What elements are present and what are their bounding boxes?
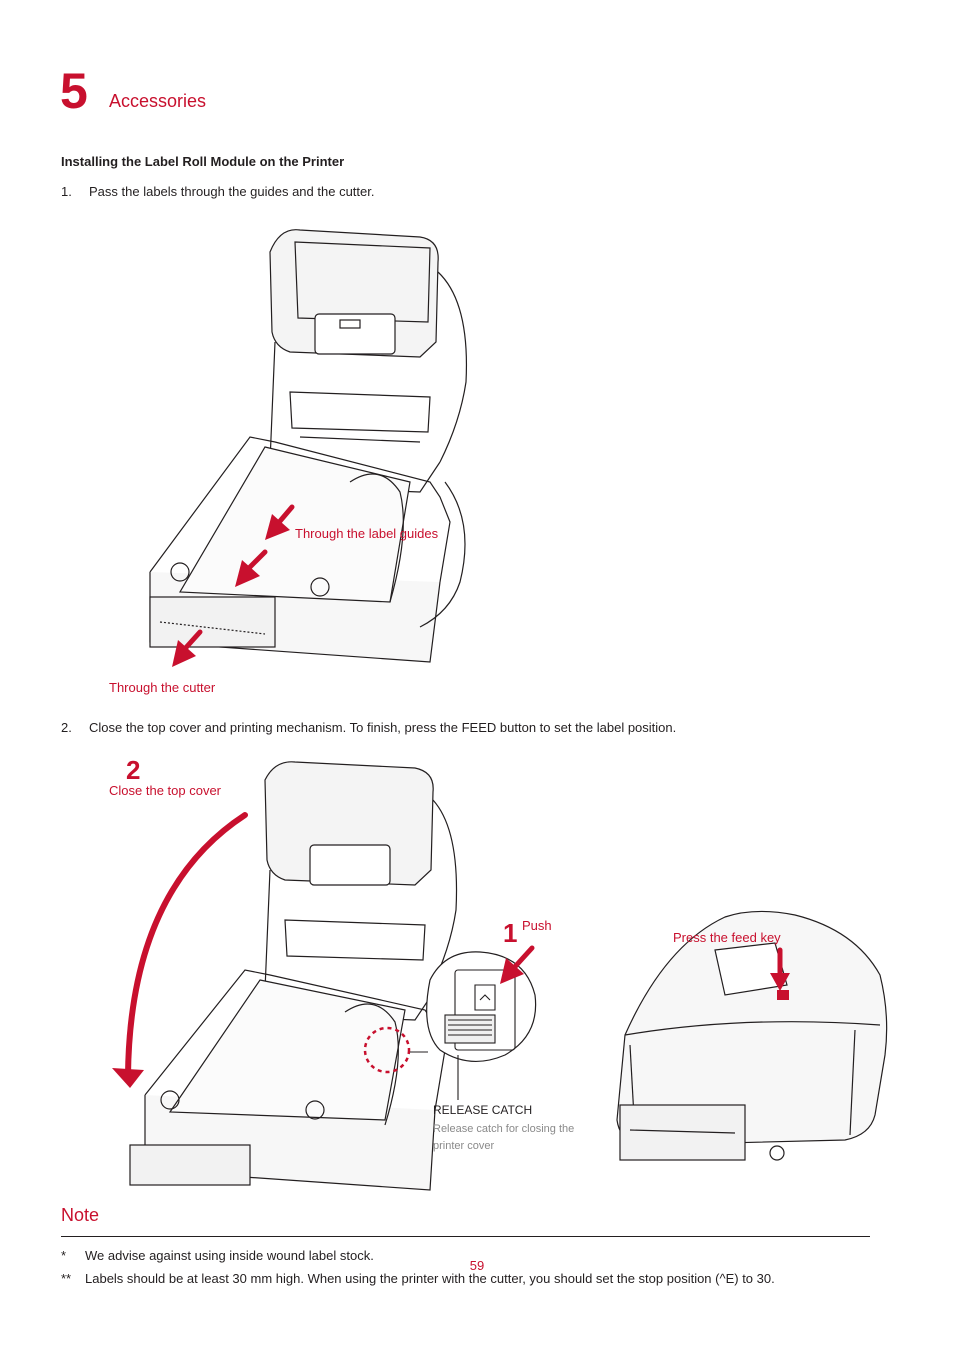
label-through-guides: Through the label guides [295,526,439,541]
label-through-cutter: Through the cutter [109,680,216,695]
note-item: * We advise against using inside wound l… [61,1244,851,1267]
step-1: 1. Pass the labels through the guides and… [61,184,374,199]
figure-release-catch-zoom [410,945,537,1100]
figure-open-printer-illustration [149,229,468,667]
step-2: 2. Close the top cover and printing mecha… [61,720,676,735]
note-text: We advise against using inside wound lab… [85,1248,374,1263]
label-push: Push [522,918,552,933]
step-2-number: 2. [61,720,72,735]
figure-closed-printer-illustration [616,910,888,1161]
section-title: Installing the Label Roll Module on the … [61,154,345,169]
note-item: ** Labels should be at least 30 mm high.… [61,1267,851,1290]
step-marker-close: 2 [126,755,141,785]
step-marker-push: 1 [503,918,518,948]
release-catch-description: Release catch for closing the printer co… [433,1123,575,1152]
note-title: Note [61,1205,100,1225]
step-1-number: 1. [61,184,72,199]
note-divider [61,1236,870,1237]
note-text: Labels should be at least 30 mm high. Wh… [85,1271,775,1286]
chapter-number: 5 [60,63,88,119]
label-press-feed-key: Press the feed key [673,930,781,945]
note-mark: ** [61,1271,72,1286]
chapter-title: Accessories [109,91,207,111]
page-number: 59 [469,1258,485,1273]
figure-close-cover-illustration [112,761,458,1191]
release-catch-title: RELEASE CATCH [433,1103,533,1117]
step-1-text: Pass the labels through the guides and t… [89,184,375,199]
note-mark: * [61,1248,67,1263]
label-close-top-cover: Close the top cover [109,783,222,798]
step-2-text: Close the top cover and printing mechani… [89,720,677,735]
